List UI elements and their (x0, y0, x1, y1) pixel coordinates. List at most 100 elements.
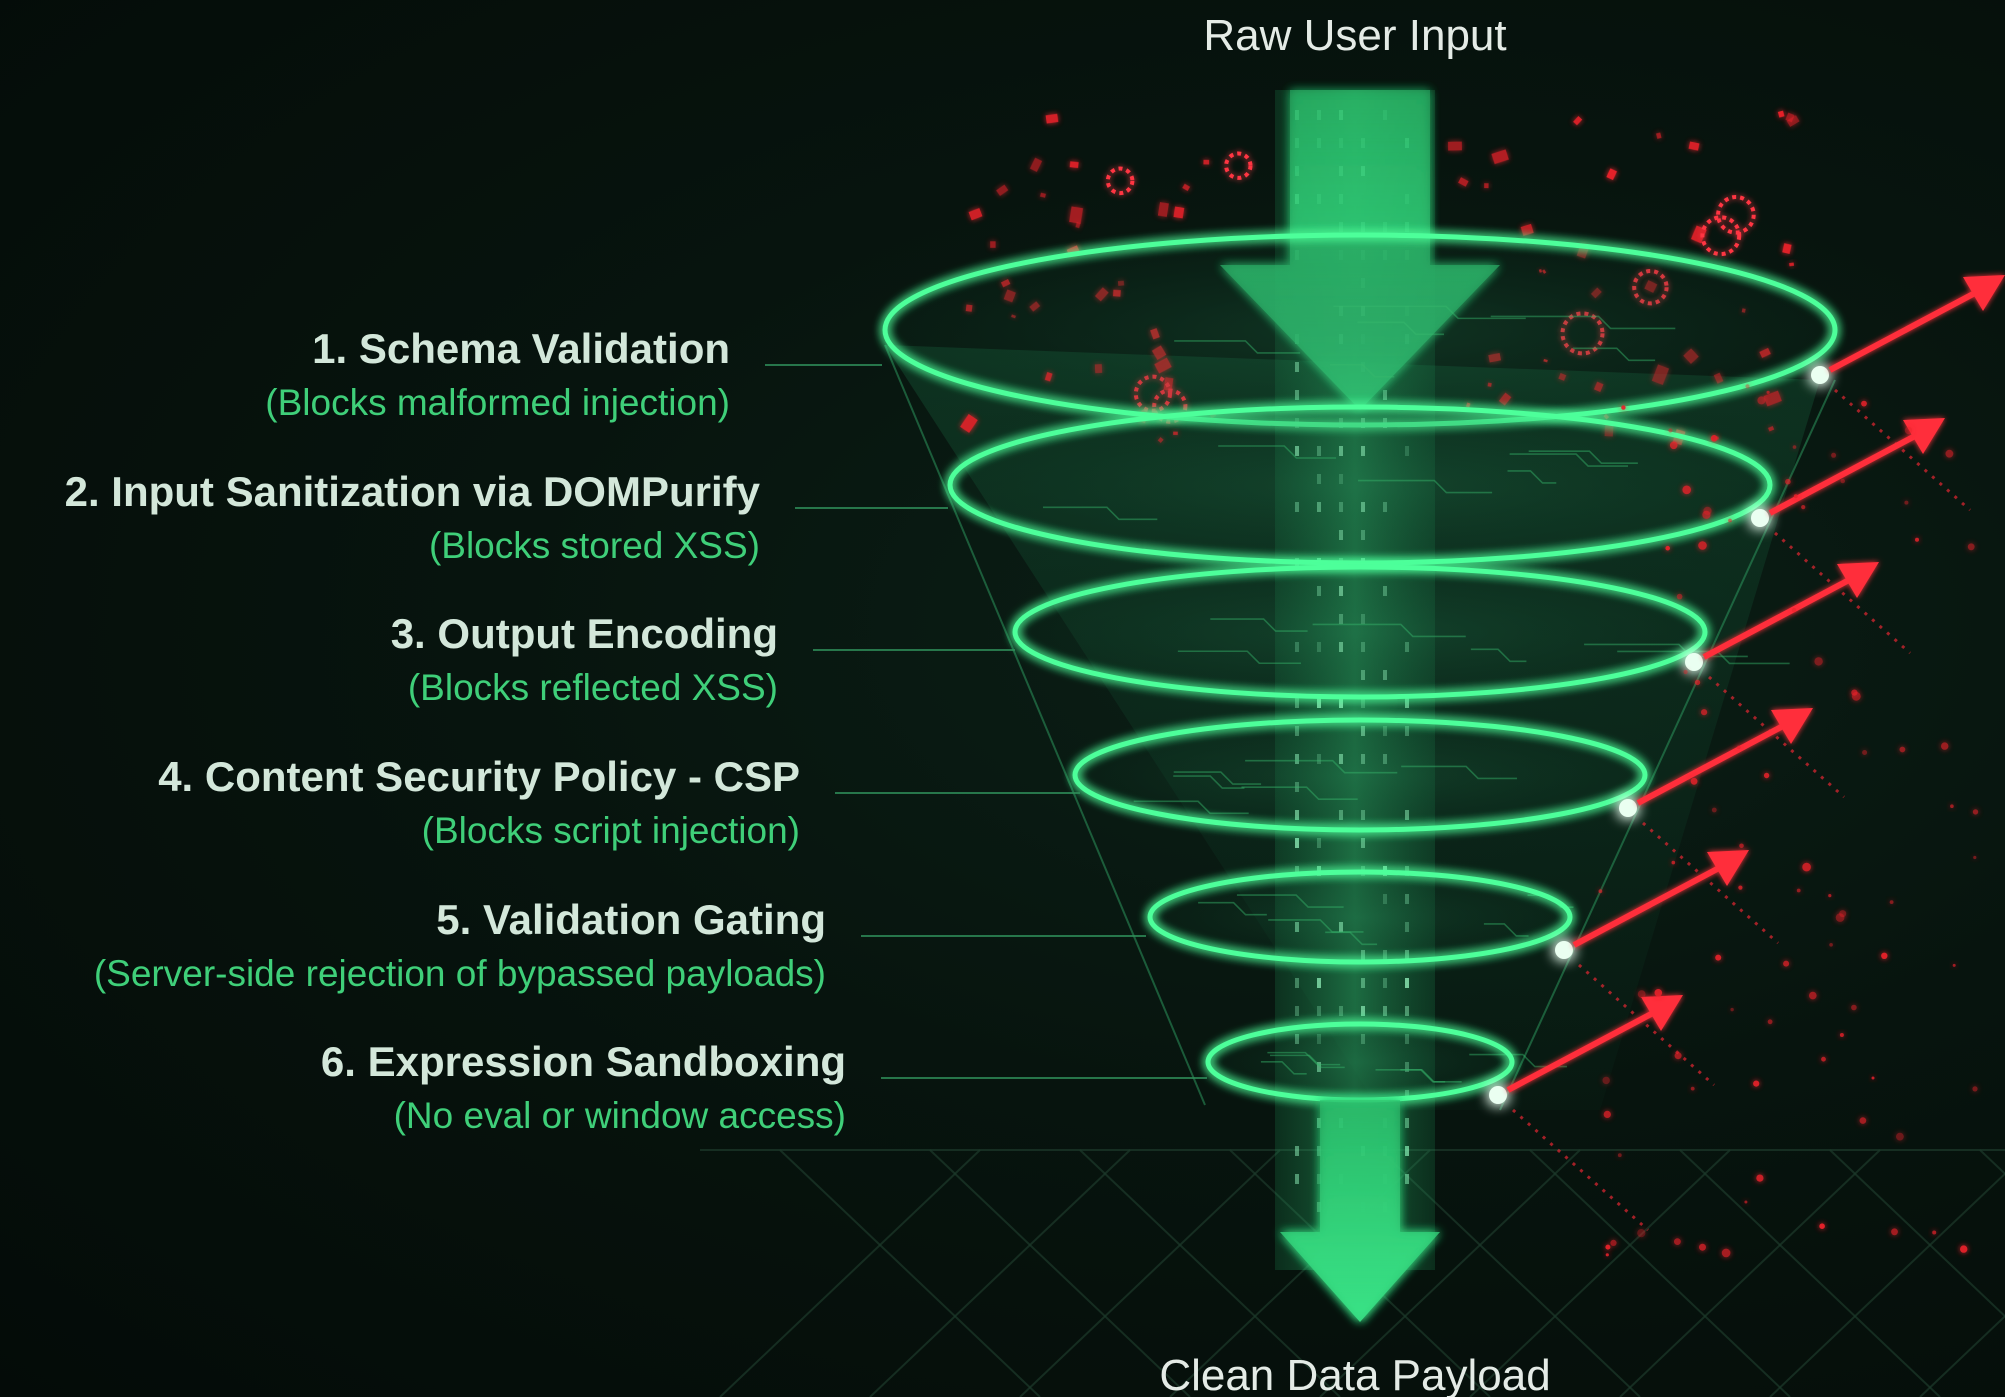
virus-icon (1224, 151, 1253, 180)
threat-particle-icon (1763, 390, 1782, 407)
circuit-trace (1260, 1061, 1307, 1075)
threat-particle-icon (1744, 1200, 1748, 1204)
data-bit (1295, 838, 1299, 848)
data-bit (1361, 978, 1365, 988)
deflection-arrow-head (1837, 562, 1879, 598)
data-bit (1317, 1146, 1321, 1156)
circuit-trace (1218, 445, 1337, 459)
grid-line (1469, 1149, 1731, 1397)
circuit-trace (1470, 648, 1527, 663)
threat-particle-icon (1840, 478, 1846, 484)
threat-particle-icon (1904, 426, 1913, 435)
funnel-filter-icon (1072, 717, 1648, 833)
threat-particle-icon (1972, 1086, 1978, 1092)
circuit-trace (1198, 901, 1267, 916)
threat-particle-icon (1972, 809, 1979, 815)
data-bit (1317, 1202, 1321, 1212)
data-bit (1339, 1006, 1343, 1016)
circuit-trace (1329, 363, 1395, 378)
circuit-trace (1270, 1054, 1345, 1069)
threat-particle-icon (1656, 132, 1662, 139)
threat-particle-icon (1448, 141, 1462, 151)
threat-particle-icon (1861, 400, 1867, 407)
layer-labels: 1. Schema Validation(Blocks malformed in… (65, 325, 1207, 1136)
grid-line (779, 1149, 1041, 1397)
threat-particle-icon (1757, 396, 1766, 405)
threat-particle-icon (1871, 1076, 1875, 1080)
threat-particle-icon (1763, 772, 1770, 779)
threat-particle-icon (1738, 885, 1743, 890)
threat-particle-icon (1701, 709, 1708, 716)
filter-rings (882, 232, 1838, 1104)
threat-particle-icon (1690, 1086, 1695, 1091)
threat-particle-icon (1721, 1248, 1731, 1258)
layer-title: 5. Validation Gating (436, 896, 826, 943)
threat-particle-icon (1739, 843, 1744, 849)
circuit-trace (1357, 321, 1445, 336)
threat-particle-icon (1828, 894, 1832, 898)
threat-particle-icon (1173, 206, 1185, 219)
data-bit (1295, 866, 1299, 876)
funnel-cone-edge-left (884, 344, 1206, 1106)
threat-particle-icon (1819, 1223, 1825, 1229)
deflection-trail (1708, 675, 1845, 799)
threat-particle-icon (1711, 807, 1717, 813)
data-bit (1317, 978, 1321, 988)
circuit-trace (1042, 506, 1158, 521)
threat-particle-icon (1889, 900, 1894, 904)
circuit-trace (1528, 450, 1638, 465)
threat-particle-icon (1785, 478, 1791, 485)
threat-particle-icon (1699, 1243, 1706, 1251)
layer-description: (Blocks malformed injection) (265, 382, 730, 423)
threat-particle-icon (1069, 161, 1079, 169)
threat-particle-icon (1602, 1076, 1610, 1085)
threat-particle-icon (1075, 222, 1081, 229)
circuit-trace (1333, 305, 1526, 320)
data-bit (1339, 698, 1343, 708)
filter-ring-fill (1150, 872, 1570, 962)
threat-particle-icon (1671, 860, 1676, 865)
spark-icon (1811, 366, 1829, 384)
threat-particle-icon (1654, 989, 1663, 997)
deflection-arrow-icon (1506, 1010, 1655, 1093)
data-bit (1361, 1006, 1365, 1016)
circuit-trace (1509, 453, 1628, 467)
funnel-cone-edge-right (1499, 379, 1836, 1111)
threat-particle-icon (1851, 1004, 1857, 1011)
deflection-trail (1512, 1108, 1649, 1232)
threat-particle-icon (1899, 746, 1906, 753)
layer-description: (No eval or window access) (394, 1095, 846, 1136)
layer-title: 6. Expression Sandboxing (321, 1038, 846, 1085)
threat-particle-icon (1835, 913, 1845, 922)
threat-particle-icon (1786, 115, 1800, 127)
threat-particle-icon (1603, 1110, 1611, 1118)
threat-particle-icon (1715, 954, 1722, 961)
circuit-trace (1174, 340, 1301, 354)
threat-particle-icon (1829, 943, 1833, 947)
threat-particle-icon (1690, 777, 1698, 785)
threat-particle-icon (1674, 1052, 1682, 1060)
grid-line (1619, 1149, 1881, 1397)
threat-particle-icon (1783, 960, 1790, 967)
layer-description: (Blocks stored XSS) (429, 525, 760, 566)
threat-particle-icon (1904, 500, 1909, 505)
threat-particle-icon (1682, 485, 1691, 495)
deflection-arrow-head (1903, 418, 1945, 454)
data-bit (1317, 838, 1321, 848)
threat-particle-icon (1768, 425, 1775, 432)
spark-icon (1751, 509, 1769, 527)
threat-particle-icon (1881, 952, 1888, 959)
grid-line (1529, 1149, 1791, 1397)
deflection-arrow-icon (1572, 865, 1721, 948)
threat-particle-icon (1791, 607, 1797, 613)
virus-icon (1105, 166, 1135, 196)
circuit-trace (1312, 623, 1466, 638)
threat-particle-icon (1610, 1239, 1617, 1246)
spark-icon (1489, 1086, 1507, 1104)
threat-particle-icon (1605, 1244, 1611, 1250)
threat-particle-icon (1040, 192, 1046, 198)
circuit-trace (1483, 923, 1529, 937)
threat-particle-icon (1029, 157, 1043, 172)
circuit-trace (1241, 786, 1358, 801)
